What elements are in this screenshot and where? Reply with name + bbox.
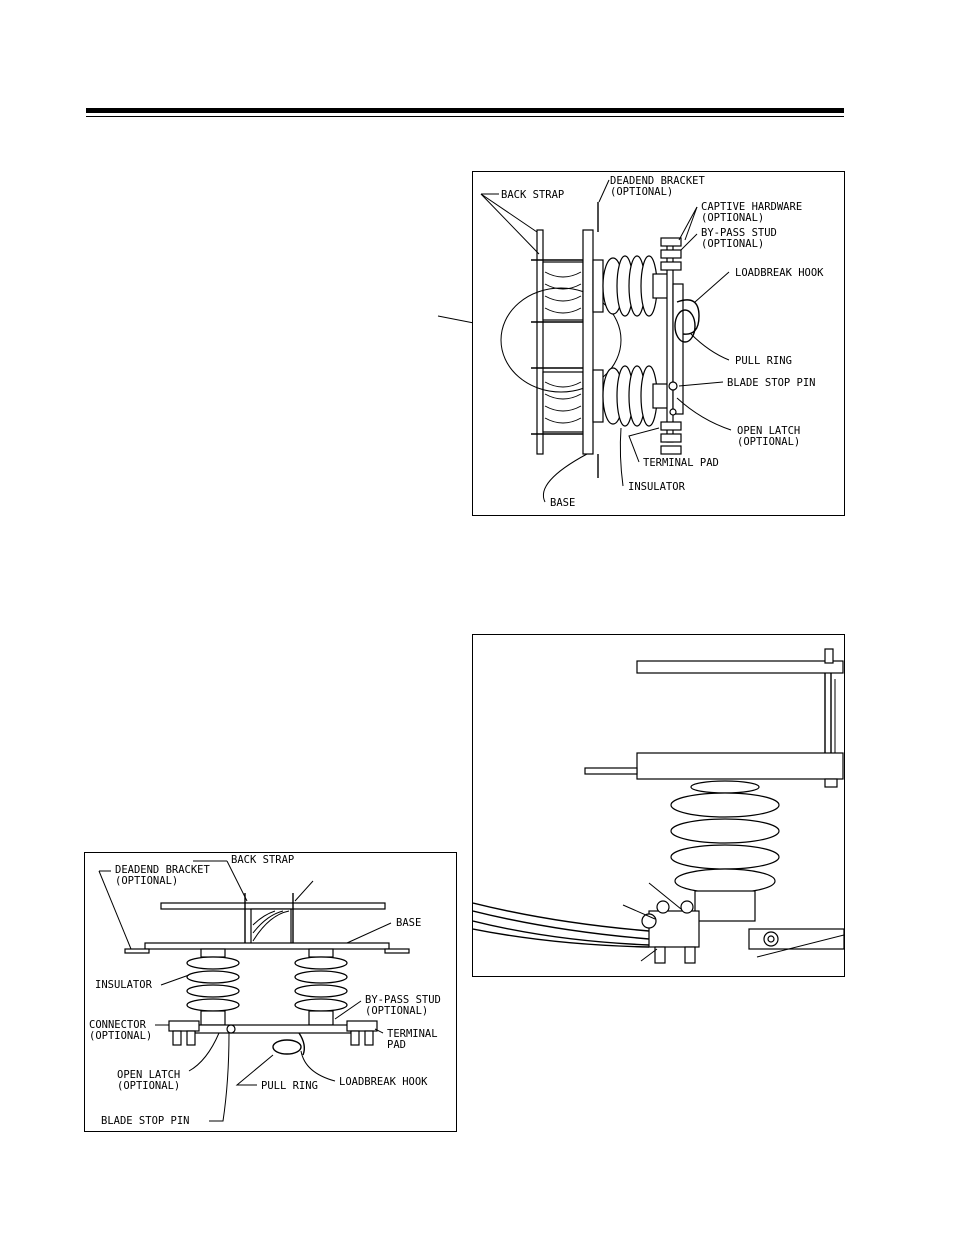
label-blade-stop-pin: BLADE STOP PIN xyxy=(101,1115,190,1127)
label-blade-stop-pin: BLADE STOP PIN xyxy=(727,377,816,389)
label-open-latch-optional: (OPTIONAL) xyxy=(737,436,800,448)
label-terminal-pad: TERMINAL PAD xyxy=(643,457,719,469)
upper-insulator xyxy=(602,255,670,317)
label-bypass-stud: BY-PASS STUD xyxy=(365,994,441,1006)
top-hardware xyxy=(660,237,682,271)
label-bypass-optional: (OPTIONAL) xyxy=(365,1005,428,1017)
bottom-hardware xyxy=(660,421,682,455)
figure-top-switch-side-view: BACK STRAP DEADEND BRACKET (OPTIONAL) CA… xyxy=(472,171,845,516)
pull-ring xyxy=(674,309,696,343)
label-back-strap: BACK STRAP xyxy=(501,189,564,201)
label-captive-optional: (OPTIONAL) xyxy=(701,212,764,224)
photo-connector xyxy=(641,900,700,964)
left-insulator xyxy=(186,948,240,1026)
label-insulator: INSULATOR xyxy=(628,481,686,493)
label-base: BASE xyxy=(550,497,575,509)
label-back-strap: BACK STRAP xyxy=(231,854,294,866)
figure-bottom-left-switch-front-view: DEADEND BRACKET (OPTIONAL) BACK STRAP BA… xyxy=(84,852,457,1132)
label-open-latch-optional: (OPTIONAL) xyxy=(117,1080,180,1092)
label-loadbreak-hook: LOADBREAK HOOK xyxy=(339,1076,428,1088)
label-deadend-bracket: DEADEND BRACKET xyxy=(115,864,211,876)
label-captive-hardware: CAPTIVE HARDWARE xyxy=(701,201,802,213)
label-deadend-optional: (OPTIONAL) xyxy=(115,875,178,887)
blade-stop-pin xyxy=(668,381,678,391)
label-insulator: INSULATOR xyxy=(95,979,153,991)
loadbreak-hook xyxy=(298,1032,306,1056)
label-pull-ring: PULL RING xyxy=(735,355,792,367)
lower-insulator xyxy=(602,365,670,427)
label-terminal: TERMINAL xyxy=(387,1028,438,1040)
photo-insulator xyxy=(670,780,780,922)
loadbreak-hook xyxy=(676,299,700,335)
label-deadend-optional: (OPTIONAL) xyxy=(610,186,673,198)
label-pad: PAD xyxy=(387,1039,406,1051)
pull-ring xyxy=(272,1039,302,1055)
label-open-latch: OPEN LATCH xyxy=(737,425,800,437)
label-base: BASE xyxy=(396,917,421,929)
blade xyxy=(194,1024,352,1034)
label-bypass-optional: (OPTIONAL) xyxy=(701,238,764,250)
label-connector-optional: (OPTIONAL) xyxy=(89,1030,152,1042)
back-strap xyxy=(160,902,386,910)
figure-right-photo xyxy=(472,634,845,977)
label-deadend-bracket: DEADEND BRACKET xyxy=(610,175,706,187)
label-connector: CONNECTOR xyxy=(89,1019,147,1031)
label-loadbreak-hook: LOADBREAK HOOK xyxy=(735,267,824,279)
label-pull-ring: PULL RING xyxy=(261,1080,318,1092)
header-rule-thick xyxy=(86,108,844,113)
base-channel xyxy=(582,229,594,455)
back-strap-plate xyxy=(536,229,544,455)
right-insulator xyxy=(294,948,348,1026)
label-open-latch: OPEN LATCH xyxy=(117,1069,180,1081)
label-bypass-stud: BY-PASS STUD xyxy=(701,227,777,239)
header-rule-thin xyxy=(86,116,844,117)
base xyxy=(144,942,390,950)
